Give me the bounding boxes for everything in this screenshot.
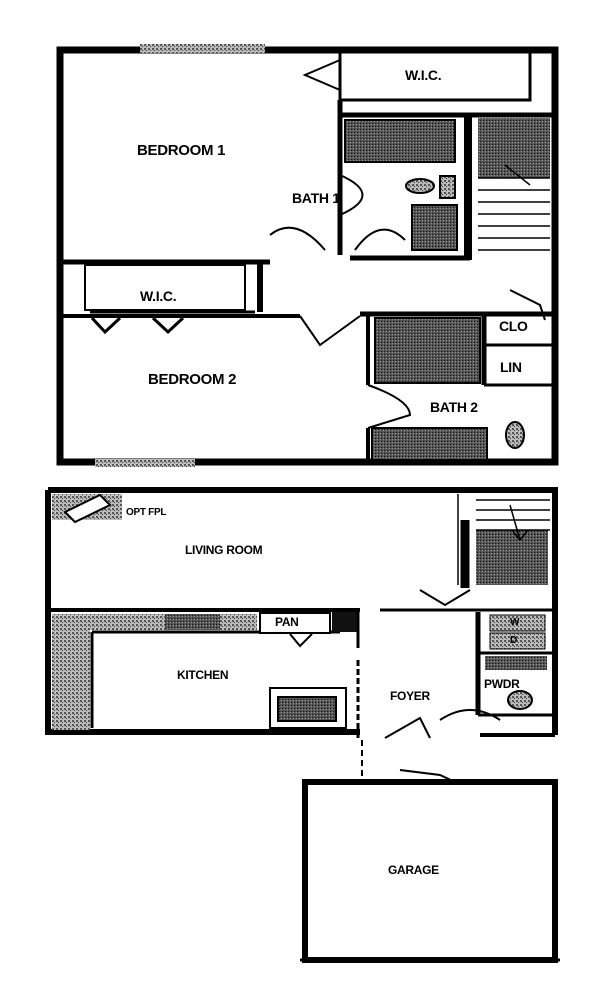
bath-1-toilet bbox=[405, 178, 435, 194]
room-label-bath-2: BATH 2 bbox=[430, 399, 478, 415]
room-label-bath-1: BATH 1 bbox=[292, 190, 340, 206]
pwdr-vanity bbox=[485, 656, 547, 670]
room-label-lin: LIN bbox=[500, 359, 522, 375]
lower-floor bbox=[45, 487, 560, 963]
foyer-door bbox=[384, 716, 431, 739]
room-label-kitchen: KITCHEN bbox=[177, 668, 229, 682]
bedroom-2-door bbox=[299, 315, 361, 347]
kitchen-counter-left bbox=[52, 630, 90, 730]
upper-floor bbox=[56, 44, 559, 467]
room-label-wic-2: W.I.C. bbox=[140, 288, 177, 304]
label-dryer: D bbox=[510, 635, 517, 646]
upper-stair bbox=[478, 164, 550, 251]
room-label-bedroom-2: BEDROOM 2 bbox=[148, 371, 237, 388]
room-label-living-room: LIVING ROOM bbox=[185, 543, 263, 557]
room-label-pwdr: PWDR bbox=[484, 677, 520, 691]
window-bedroom-2 bbox=[95, 459, 195, 467]
bath-1-door bbox=[339, 174, 364, 216]
wic-1-door bbox=[302, 59, 341, 91]
clo-door bbox=[509, 289, 546, 321]
bath-2-vanity bbox=[374, 317, 481, 384]
pantry bbox=[259, 612, 331, 634]
pwdr-toilet bbox=[507, 690, 533, 710]
window-bedroom-1 bbox=[140, 44, 265, 53]
upper-stair-landing bbox=[478, 118, 550, 178]
label-washer: W bbox=[510, 617, 520, 628]
lower-stair-landing bbox=[476, 530, 548, 585]
bath-2-door bbox=[367, 384, 412, 429]
label-opt-fpl: OPT FPL bbox=[126, 507, 167, 518]
room-label-foyer: FOYER bbox=[390, 689, 430, 703]
wic-2-door-right bbox=[151, 316, 185, 335]
bedroom-1-door bbox=[269, 226, 326, 251]
kitchen-table bbox=[269, 687, 347, 729]
room-label-garage: GARAGE bbox=[388, 863, 439, 877]
room-label-clo: CLO bbox=[499, 318, 528, 334]
room-label-pan: PAN bbox=[275, 615, 299, 629]
bath-2-toilet bbox=[505, 421, 525, 449]
room-label-wic-1: W.I.C. bbox=[405, 67, 442, 83]
upper-exterior-wall bbox=[56, 46, 559, 466]
lower-stair bbox=[457, 494, 550, 585]
wic-2-door-left bbox=[90, 316, 122, 335]
washer bbox=[489, 614, 546, 632]
room-label-bedroom-1: BEDROOM 1 bbox=[137, 142, 226, 159]
bath-2-tub bbox=[371, 427, 488, 461]
wic-1-walls bbox=[338, 50, 532, 102]
dryer bbox=[489, 632, 546, 650]
kitchen-counter-top bbox=[52, 614, 257, 630]
bath-1-tub bbox=[344, 119, 456, 163]
